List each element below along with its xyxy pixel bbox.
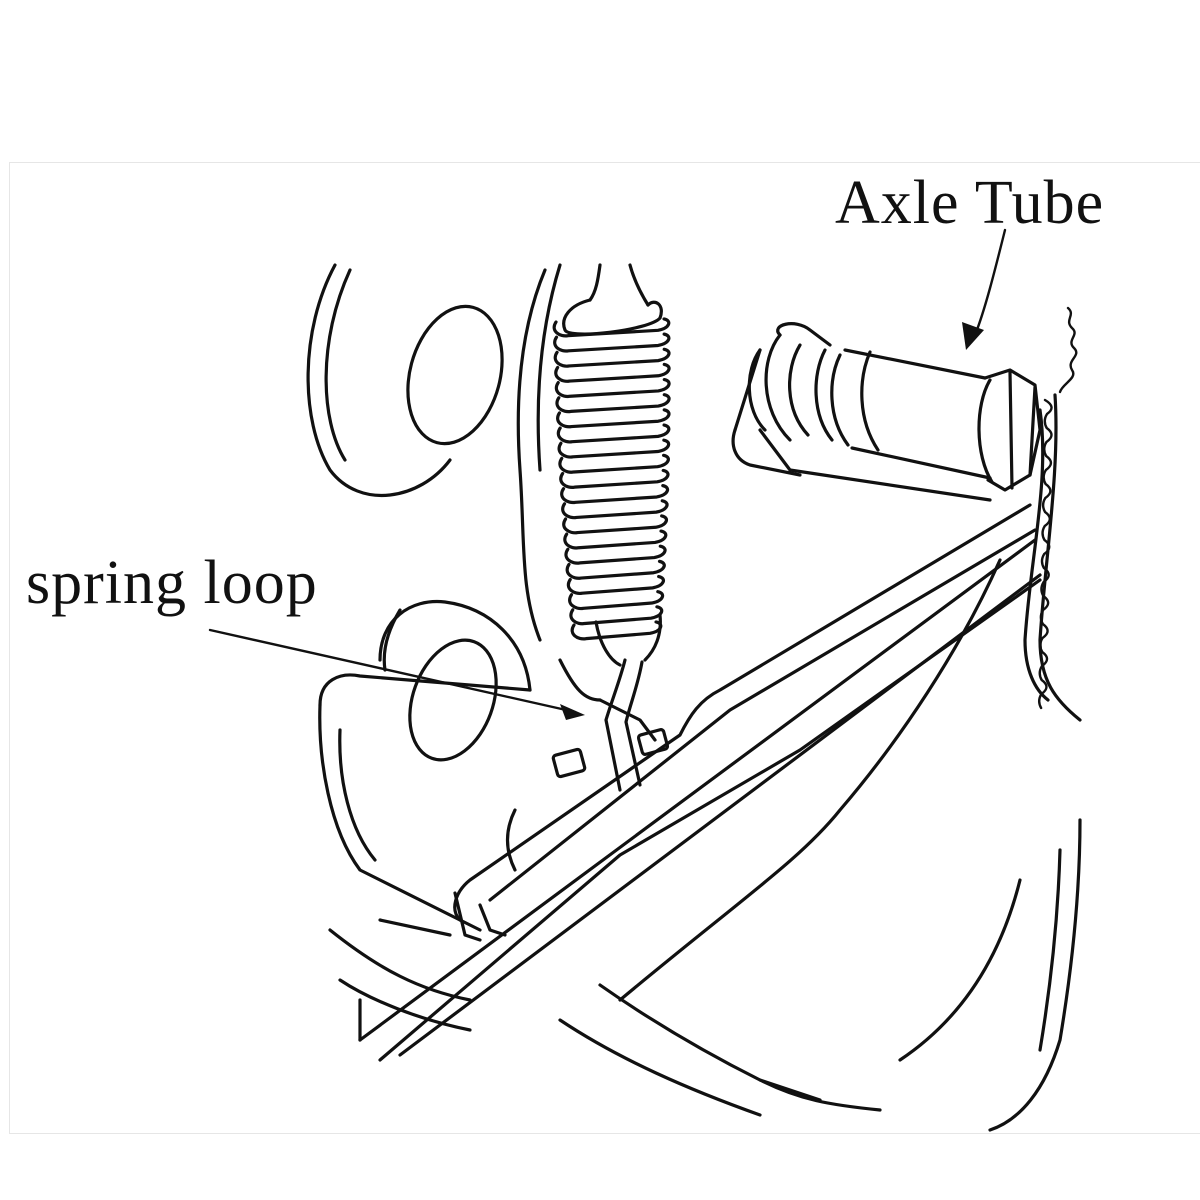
coil-ring	[569, 605, 664, 626]
coil-ring	[565, 559, 666, 580]
coil-ring	[568, 590, 665, 611]
coil-spring	[552, 263, 671, 792]
coil-ring	[563, 529, 668, 550]
coil-ring	[554, 377, 671, 399]
coil-ring	[554, 362, 671, 383]
coil-ring	[556, 423, 671, 444]
wavy-wire	[1058, 306, 1078, 394]
coil-ring	[560, 484, 670, 505]
coil-ring	[555, 393, 671, 414]
coil-ring	[562, 514, 669, 535]
coil-ring	[564, 544, 667, 565]
axle-tube-label: Axle Tube	[835, 169, 1105, 237]
left-wheel-housing	[306, 263, 562, 642]
axle-tube-assembly	[731, 322, 1042, 502]
coil-ring	[553, 332, 671, 353]
coil-ring	[566, 574, 666, 596]
coil-ring	[559, 468, 670, 489]
coil-ring	[558, 453, 670, 474]
spring-loop-label: spring loop	[26, 549, 318, 617]
coil-ring	[557, 438, 671, 459]
axle-tube-leader-arrow	[962, 228, 1007, 350]
toothed-belt	[1023, 393, 1082, 722]
frame-bars	[358, 503, 1042, 1062]
coil-ring	[556, 408, 671, 429]
lower-deck	[328, 558, 1082, 1132]
left-pivot-roller	[318, 599, 532, 932]
coil-ring	[552, 317, 671, 338]
spring-loop-leader-line	[208, 628, 585, 720]
coil-ring	[561, 499, 669, 520]
coil-ring	[553, 347, 671, 368]
